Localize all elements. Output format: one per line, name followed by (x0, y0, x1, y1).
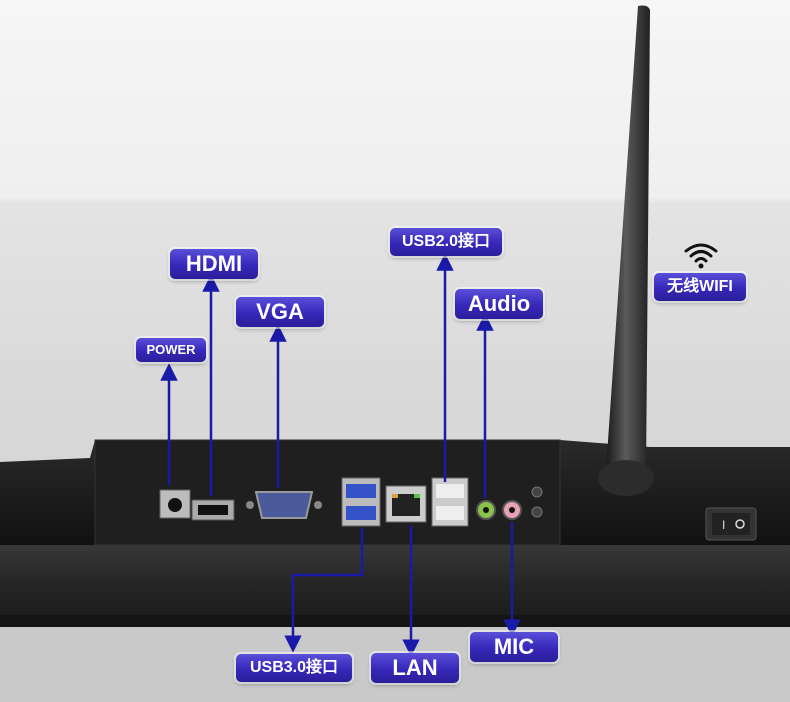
wifi-label: 无线WIFI (654, 273, 746, 301)
annotation-arrows (160, 253, 521, 657)
usb30-arrow (284, 528, 364, 653)
hdmi-label: HDMI (170, 249, 258, 279)
usb30-label: USB3.0接口 (236, 654, 352, 682)
power-label: POWER (136, 338, 206, 362)
audio-label: Audio (455, 289, 543, 319)
wifi-antenna (606, 5, 650, 474)
vga-label: VGA (236, 297, 324, 327)
svg-text:I: I (722, 518, 725, 532)
wifi-icon (684, 243, 718, 269)
power-switch-rocker (712, 513, 750, 535)
lan-label: LAN (371, 653, 459, 683)
usb20-label: USB2.0接口 (390, 228, 502, 256)
monitor-lower-body (0, 540, 790, 625)
antenna-base (598, 460, 654, 496)
vga-port (254, 491, 314, 519)
monitor-bottom-edge (0, 615, 790, 627)
mic-label: MIC (470, 632, 558, 662)
